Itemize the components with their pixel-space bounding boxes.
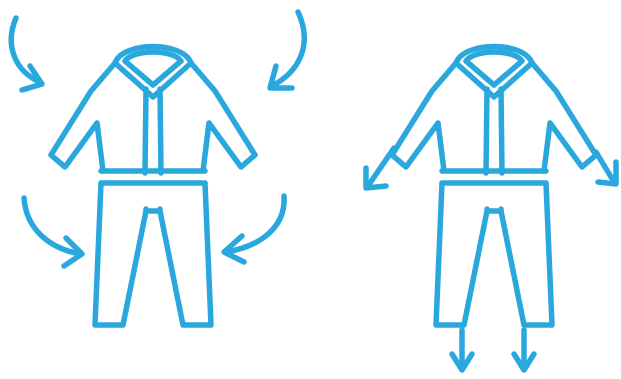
arrow-inward-bottom-left-icon [24, 198, 82, 266]
arrow-inward-bottom-right-icon [224, 196, 284, 262]
arrow-inward-top-right-icon [270, 12, 304, 88]
arrow-outward-right-icon [596, 152, 616, 184]
coverall-left-figure [11, 12, 304, 325]
arrow-outward-bottom-left-icon [452, 330, 472, 370]
arrow-outward-bottom-right-icon [514, 330, 534, 370]
coverall-icon [392, 47, 596, 326]
arrow-inward-top-left-icon [11, 18, 42, 90]
coverall-icon [51, 47, 255, 326]
coverall-right-figure [366, 47, 616, 371]
arrow-outward-left-icon [366, 148, 394, 188]
